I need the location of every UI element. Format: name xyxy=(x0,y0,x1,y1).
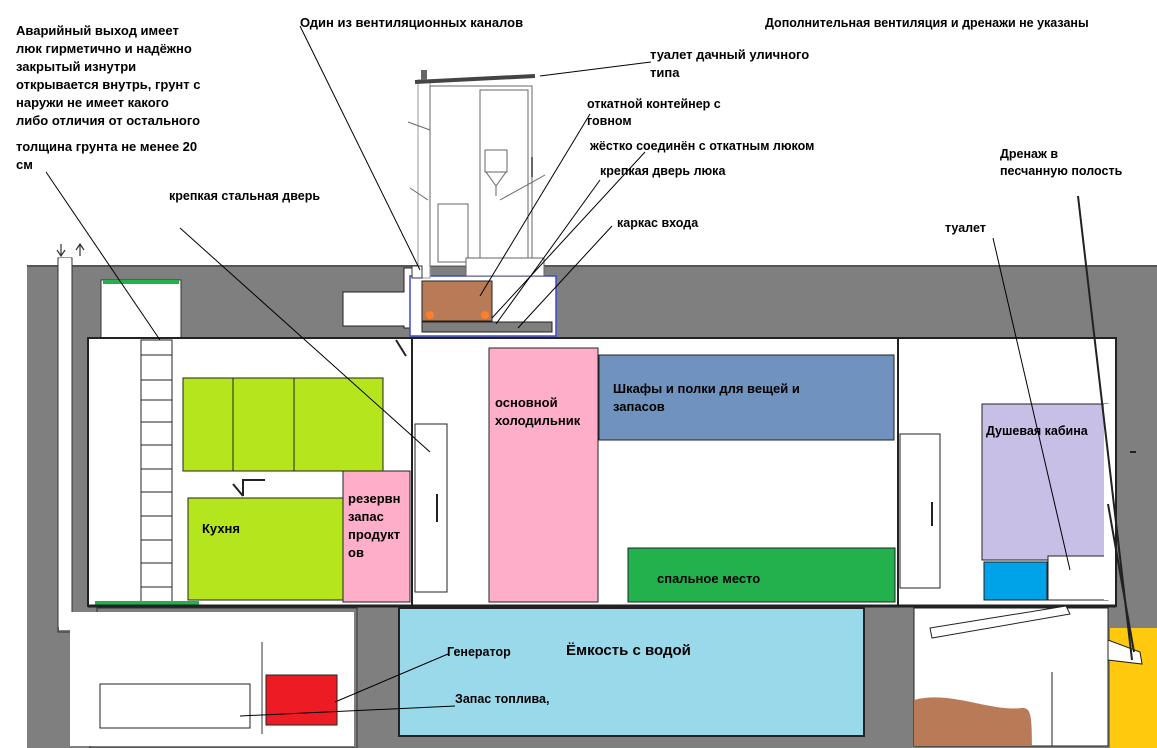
leader-lines xyxy=(45,25,1071,717)
vent-shaft-fill xyxy=(59,258,71,630)
faucet-icon xyxy=(232,479,265,497)
bed xyxy=(627,547,896,603)
generator-box xyxy=(265,674,338,726)
label-soil-thickness: толщина грунта не менее 20 см xyxy=(16,139,198,172)
emergency-floor-plate xyxy=(95,601,199,606)
label-shelves: Шкафы и полки для вещей и запасов xyxy=(613,381,800,414)
shower-tray xyxy=(983,561,1048,601)
drainage-pipe xyxy=(1077,195,1133,661)
urinal-icon xyxy=(484,149,508,173)
label-container: откатной контейнер с говном xyxy=(587,97,721,128)
label-water-tank: Ёмкость с водой xyxy=(566,642,691,659)
label-vent-channel: Один из вентиляционных каналов xyxy=(300,15,524,30)
reserve-food-cabinet xyxy=(342,470,411,603)
waste-pile xyxy=(914,697,1032,746)
label-kitchen: Кухня xyxy=(202,521,240,536)
label-bed: спальное место xyxy=(657,571,761,586)
kitchen-upper-cabinets xyxy=(182,377,384,472)
shower-cabin xyxy=(981,403,1109,561)
bathroom-door[interactable] xyxy=(899,433,941,589)
label-steel-door: крепкая стальная дверь xyxy=(169,189,321,203)
entrance-ramp xyxy=(411,265,423,279)
label-hatch-door: крепкая дверь люка xyxy=(600,164,726,178)
steel-door[interactable] xyxy=(414,423,448,593)
label-rigid-link: жёстко соединён с откатным люком xyxy=(590,139,815,153)
emergency-exit-shaft xyxy=(100,279,182,339)
label-shower: Душевая кабина xyxy=(986,424,1088,438)
shelves-block xyxy=(598,354,895,441)
emergency-hatch xyxy=(103,280,179,284)
water-tank xyxy=(398,607,865,737)
label-extra-vent: Дополнительная вентиляция и дренажи не у… xyxy=(765,16,1089,30)
entrance-step xyxy=(395,339,407,357)
hatch-door-bolt-2 xyxy=(481,311,489,319)
label-reserve-food: резервн запас продукт ов xyxy=(348,491,401,560)
outhouse xyxy=(407,74,546,279)
up-down-arrows-icon xyxy=(56,242,85,258)
label-generator: Генератор xyxy=(447,645,511,659)
ladder xyxy=(140,339,173,605)
label-entrance-frame: каркас входа xyxy=(617,216,699,230)
hatch-door-bolt xyxy=(426,311,434,319)
drain-pipe xyxy=(929,605,1071,639)
kitchen-counter xyxy=(187,497,344,601)
toilet-box xyxy=(1047,555,1109,601)
label-main-fridge: основной холодильник xyxy=(495,395,581,428)
label-emergency-exit: Аварийный выход имеет люк гирметично и н… xyxy=(16,23,201,128)
drainage-pipe-2 xyxy=(1107,503,1135,653)
fuel-tank xyxy=(99,683,251,729)
drain-outlet xyxy=(1107,639,1143,665)
label-fuel-reserve: Запас топлива, xyxy=(455,692,550,706)
hatch-rail xyxy=(421,321,553,333)
main-fridge xyxy=(488,347,599,603)
label-drainage: Дренаж в песчанную полость xyxy=(1000,147,1123,178)
right-wall-strip xyxy=(1104,404,1114,600)
label-outhouse: туалет дачный уличного типа xyxy=(650,47,810,80)
label-toilet: туалет xyxy=(945,221,986,235)
